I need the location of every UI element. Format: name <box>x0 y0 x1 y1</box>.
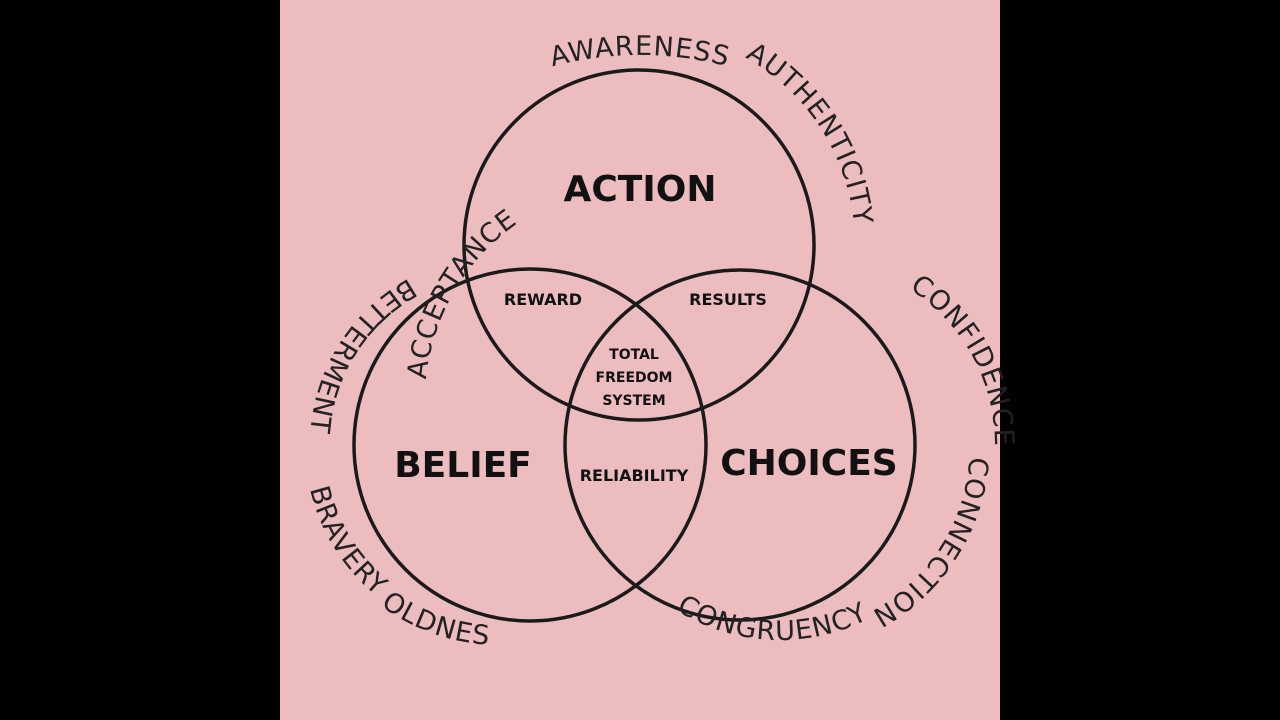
reward-label: REWARD <box>504 290 582 309</box>
center-line-1: TOTAL <box>609 347 659 363</box>
panel-background <box>280 0 1000 720</box>
belief-label: BELIEF <box>394 445 532 486</box>
reliability-label: RELIABILITY <box>580 466 689 485</box>
choices-label: CHOICES <box>720 443 898 484</box>
results-label: RESULTS <box>689 290 767 309</box>
center-line-3: SYSTEM <box>602 393 665 409</box>
center-line-2: FREEDOM <box>596 370 673 386</box>
action-label: ACTION <box>564 169 717 210</box>
action-circle <box>462 68 816 422</box>
choices-circle <box>563 268 917 622</box>
belief-circle <box>352 267 708 623</box>
